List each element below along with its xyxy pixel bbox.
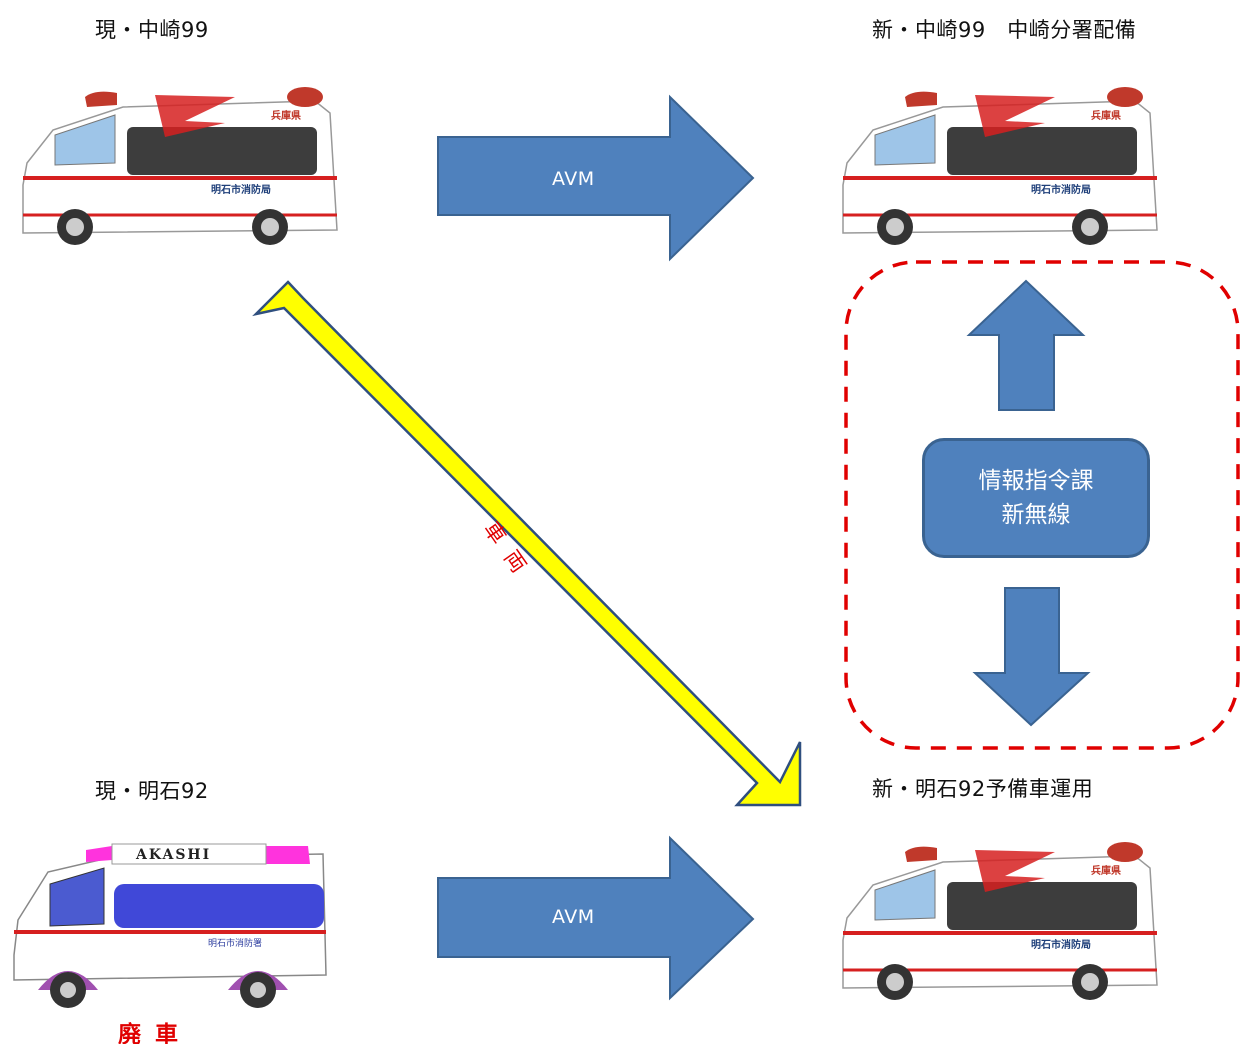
ambulance-new-nakazaki: 兵庫県 明石市消防局 bbox=[842, 87, 1158, 245]
akashi-brand-mark: AKASHI bbox=[135, 847, 211, 863]
svg-text:明石市消防局: 明石市消防局 bbox=[1031, 183, 1091, 196]
avm-label-top: AVM bbox=[552, 168, 595, 190]
prefecture-mark: 兵庫県 bbox=[271, 109, 301, 122]
dispatch-line-2: 新無線 bbox=[1001, 502, 1071, 528]
old-department-mark: 明石市消防署 bbox=[208, 937, 262, 949]
dispatch-line-1: 情報指令課 bbox=[978, 468, 1094, 494]
ambulance-current-akashi: AKASHI 明石市消防署 bbox=[13, 843, 327, 1008]
svg-text:明石市消防局: 明石市消防局 bbox=[1031, 938, 1091, 951]
avm-arrow-top bbox=[437, 94, 755, 262]
dispatch-center-box: 情報指令課 新無線 bbox=[922, 438, 1150, 558]
down-arrow bbox=[972, 587, 1091, 727]
new-ambulance-graphic: 兵庫県 明石市消防局 bbox=[22, 87, 338, 245]
svg-text:兵庫県: 兵庫県 bbox=[1091, 109, 1121, 122]
avm-label-bottom: AVM bbox=[552, 906, 595, 928]
department-mark: 明石市消防局 bbox=[211, 183, 271, 196]
up-arrow bbox=[966, 279, 1086, 411]
dashed-group-border bbox=[844, 260, 1240, 750]
avm-arrow-bottom bbox=[437, 835, 755, 1001]
new-nakazaki-label: 新・中崎99 中崎分署配備 bbox=[872, 18, 1137, 42]
ambulance-new-akashi: 兵庫県 明石市消防局 bbox=[842, 842, 1158, 1000]
svg-text:兵庫県: 兵庫県 bbox=[1091, 864, 1121, 877]
current-nakazaki-label: 現・中崎99 bbox=[95, 18, 209, 42]
scrap-label: 廃車 bbox=[118, 1021, 192, 1044]
ambulance-current-nakazaki: 兵庫県 明石市消防局 bbox=[22, 87, 338, 245]
new-akashi-label: 新・明石92予備車運用 bbox=[872, 777, 1094, 801]
current-akashi-label: 現・明石92 bbox=[95, 779, 209, 803]
vehicle-transfer-arrow bbox=[252, 280, 802, 807]
